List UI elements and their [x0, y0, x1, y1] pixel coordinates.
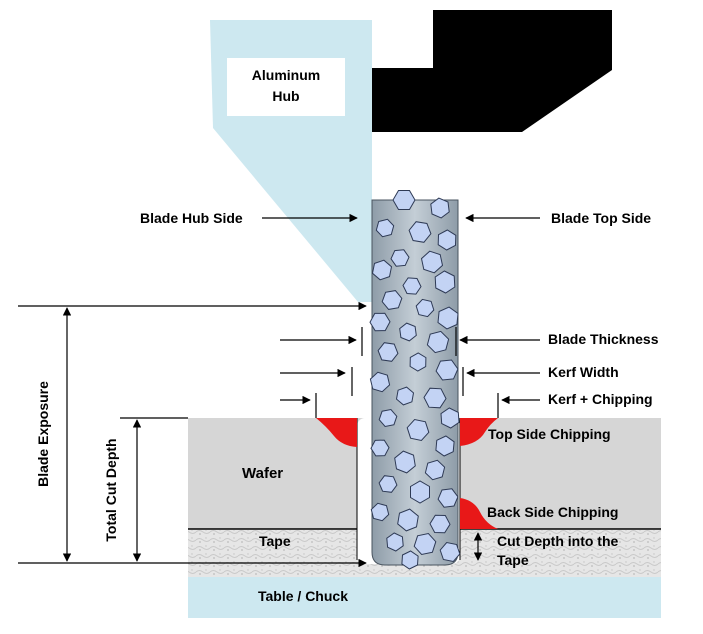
back-side-chipping-label: Back Side Chipping — [487, 504, 618, 520]
diamond-grain — [406, 418, 430, 442]
diamond-grain — [440, 407, 460, 429]
top-side-chipping-left — [316, 418, 357, 447]
diamond-grain — [370, 502, 390, 522]
diamond-grain — [429, 514, 451, 534]
kerf-width-label: Kerf Width — [548, 364, 619, 380]
wafer-label: Wafer — [242, 465, 283, 482]
diamond-grain — [424, 459, 446, 481]
cut-depth-label-line1: Cut Depth into the — [497, 533, 619, 549]
diamond-grain — [423, 387, 447, 409]
diamond-grain — [375, 218, 395, 238]
diamond-grain — [435, 359, 459, 381]
cut-depth-label-line2: Tape — [497, 552, 529, 568]
diamond-grain — [369, 312, 391, 332]
diamond-grain — [408, 221, 432, 243]
diamond-grain — [370, 439, 390, 457]
diamond-grain — [426, 330, 450, 354]
spindle-flange — [372, 10, 612, 132]
diamond-grain — [439, 541, 461, 563]
blade-top-side-label: Blade Top Side — [551, 210, 651, 226]
diamond-grain — [437, 306, 459, 330]
blade-exposure-label: Blade Exposure — [35, 381, 51, 487]
blade-hub-side-label: Blade Hub Side — [140, 210, 243, 226]
diamond-grain — [420, 250, 444, 274]
diamond-grain — [410, 480, 430, 504]
diamond-grain — [434, 270, 456, 294]
total-cut-depth-label: Total Cut Depth — [103, 438, 119, 541]
diamond-grain — [430, 197, 450, 219]
hub-label-line2: Hub — [272, 88, 299, 104]
hub-label-line1: Aluminum — [252, 67, 320, 83]
diamond-grain — [381, 290, 403, 310]
diamond-grain — [371, 259, 393, 281]
back-side-chipping — [460, 498, 498, 529]
kerf-chipping-label: Kerf + Chipping — [548, 391, 653, 407]
diamond-grain — [397, 508, 419, 532]
diamond-grain — [437, 488, 459, 508]
diamond-grain — [401, 550, 419, 570]
diamond-grain — [377, 342, 399, 362]
diamond-grain — [386, 532, 404, 552]
diamond-grain — [435, 435, 455, 457]
diamond-grit — [369, 190, 461, 570]
diamond-grain — [399, 322, 417, 342]
diamond-grain — [395, 386, 415, 406]
tape-label: Tape — [259, 533, 291, 549]
diamond-grain — [409, 352, 427, 372]
diamond-grain — [378, 475, 398, 493]
diamond-grain — [378, 408, 398, 428]
hub-label-box — [227, 58, 345, 116]
diamond-grain — [392, 190, 416, 210]
diamond-grain — [437, 229, 457, 251]
diamond-grain — [415, 298, 435, 318]
diamond-grain — [402, 277, 422, 295]
top-side-chipping-right — [460, 418, 498, 446]
diamond-grain — [369, 371, 391, 393]
blade-thickness-label: Blade Thickness — [548, 331, 659, 347]
top-side-chipping-label: Top Side Chipping — [488, 426, 611, 442]
table-chuck — [188, 577, 661, 618]
diamond-grain — [394, 450, 416, 474]
table-chuck-label: Table / Chuck — [258, 588, 348, 604]
diamond-grain — [413, 532, 437, 556]
diamond-grain — [390, 249, 410, 267]
